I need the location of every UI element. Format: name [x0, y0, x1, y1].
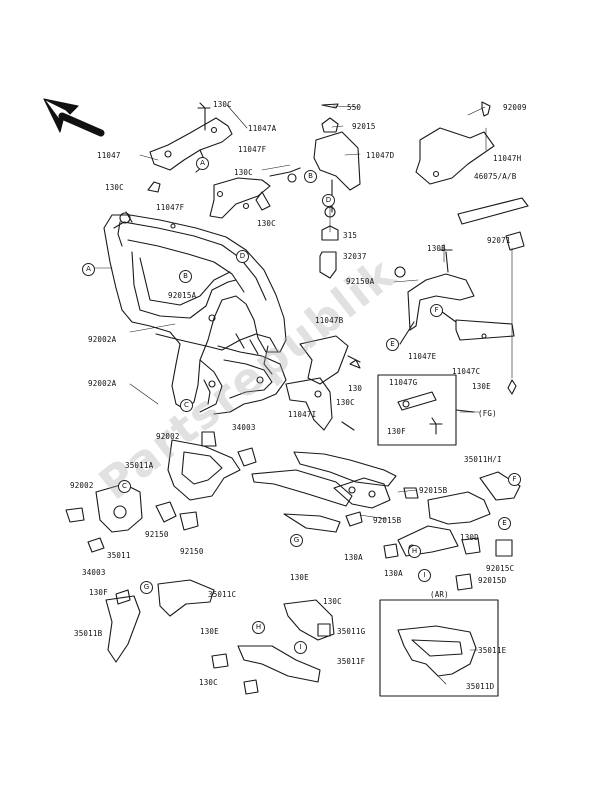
part-label: 92015C: [486, 564, 515, 573]
part-label: 130C: [336, 398, 355, 407]
bracket-11047a-drawing: [147, 102, 233, 193]
part-label: 92002A: [88, 335, 117, 344]
part-label: 92015D: [478, 576, 507, 585]
leader-lines: [92, 104, 513, 520]
callout-letter: B: [304, 170, 317, 183]
callout-letter: G: [290, 534, 303, 547]
footrest-bracket-left-drawing: [65, 431, 257, 553]
part-label: 550: [347, 103, 362, 112]
front-arrow-icon: [43, 98, 105, 137]
part-label: 35011D: [466, 682, 495, 691]
part-label: 11047C: [452, 367, 481, 376]
part-label: 92015B: [373, 516, 402, 525]
callout-letter: G: [140, 581, 153, 594]
part-label: 130C: [234, 168, 253, 177]
callout-letter: H: [408, 545, 421, 558]
part-label: 35011C: [208, 590, 237, 599]
part-label: 130C: [257, 219, 276, 228]
part-label: 130E: [472, 382, 491, 391]
part-label: 35011E: [478, 646, 507, 655]
part-label: (AR): [430, 590, 449, 599]
part-label: 130A: [344, 553, 363, 562]
callout-letter: B: [179, 270, 192, 283]
part-label: 130: [348, 384, 363, 393]
part-label: 46075/A/B: [474, 172, 517, 181]
part-label: 35011B: [74, 629, 103, 638]
part-label: 32037: [343, 252, 367, 261]
part-label: 11047A: [248, 124, 277, 133]
callout-letter: H: [252, 621, 265, 634]
part-label: 35011G: [337, 627, 366, 636]
part-label: 92002: [70, 481, 94, 490]
callout-letter: F: [508, 473, 521, 486]
main-frame-drawing: [103, 211, 287, 415]
bracket-11047f-drawing: [209, 167, 301, 219]
part-label: 92015A: [168, 291, 197, 300]
callout-letter: E: [386, 338, 399, 351]
callout-letter: D: [322, 194, 335, 207]
fg-inset-box: [377, 374, 475, 446]
part-label: 92015: [352, 122, 376, 131]
callout-letter: I: [294, 641, 307, 654]
callout-letter: F: [430, 304, 443, 317]
part-label: 11047G: [389, 378, 418, 387]
part-label: 11047E: [408, 352, 437, 361]
part-label: 35011H/I: [464, 455, 502, 464]
part-label: 11047D: [366, 151, 395, 160]
part-label: 92002A: [88, 379, 117, 388]
ar-leader: [437, 649, 479, 685]
lower-left-bracket-drawing: [105, 579, 215, 663]
part-label: 130C: [323, 597, 342, 606]
part-label: 130B: [427, 244, 446, 253]
part-label: 92071: [487, 236, 511, 245]
bracket-11047e-drawing: [394, 249, 515, 345]
part-label: 130F: [387, 427, 406, 436]
part-label: 11047B: [315, 316, 344, 325]
part-label: 11047: [97, 151, 121, 160]
part-label: 11047I: [288, 410, 317, 419]
part-label: 92150: [180, 547, 204, 556]
part-label: 92002: [156, 432, 180, 441]
part-label: 11047F: [156, 203, 185, 212]
part-label: 130C: [199, 678, 218, 687]
callout-letter: A: [196, 157, 209, 170]
part-label: 92009: [503, 103, 527, 112]
part-label: 34003: [232, 423, 256, 432]
bracket-11047h-drawing: [415, 101, 529, 395]
part-label: 130C: [105, 183, 124, 192]
part-label: 130D: [460, 533, 479, 542]
part-label: 11047F: [238, 145, 267, 154]
callout-letter: A: [82, 263, 95, 276]
part-label: 92150A: [346, 277, 375, 286]
callout-letter: I: [418, 569, 431, 582]
part-label: 130C: [213, 100, 232, 109]
bracket-11047b-drawing: [285, 335, 361, 431]
callout-letter: D: [236, 250, 249, 263]
callout-letter: C: [118, 480, 131, 493]
ar-inset-box: [379, 599, 499, 697]
part-label: 130E: [200, 627, 219, 636]
callout-letter: C: [180, 399, 193, 412]
part-label: 130A: [384, 569, 403, 578]
part-label: 11047H: [493, 154, 522, 163]
part-label: 35011F: [337, 657, 366, 666]
callout-letter: E: [498, 517, 511, 530]
part-label: 92015B: [419, 486, 448, 495]
part-label: 35011: [107, 551, 131, 560]
part-label: 130E: [290, 573, 309, 582]
part-label: 35011A: [125, 461, 154, 470]
part-label: (FG): [478, 409, 497, 418]
part-label: 130F: [89, 588, 108, 597]
rear-stay-drawing: [251, 451, 419, 533]
part-label: 34003: [82, 568, 106, 577]
lower-middle-bracket-drawing: [211, 599, 335, 695]
part-label: 315: [343, 231, 358, 240]
part-label: 92150: [145, 530, 169, 539]
